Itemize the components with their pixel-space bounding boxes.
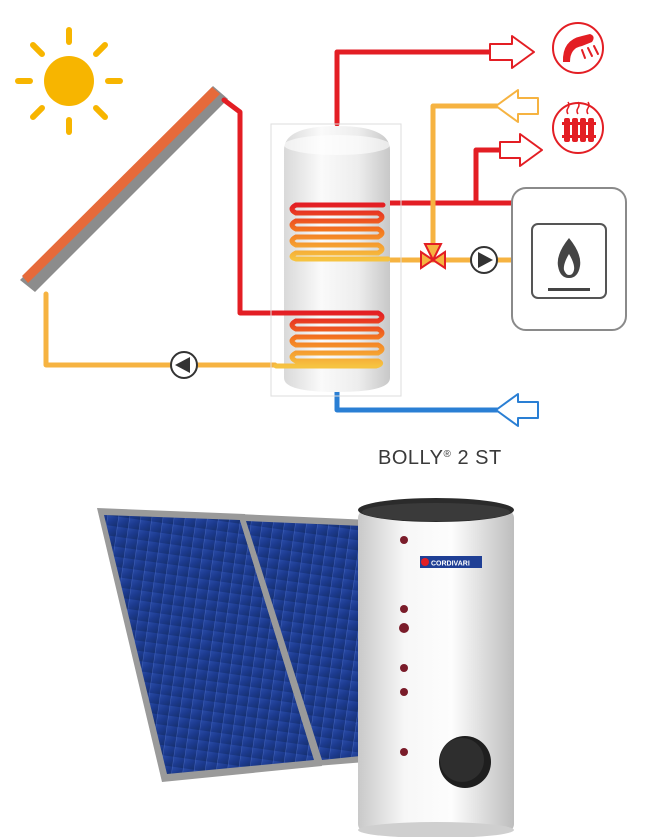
inspection-flange bbox=[439, 736, 491, 788]
tank-fittings bbox=[399, 536, 409, 756]
brand-label: CORDIVARI bbox=[420, 556, 482, 568]
hot-water-outlet-pipe bbox=[334, 49, 493, 127]
sun-icon bbox=[15, 27, 123, 135]
heating-return-pipe bbox=[430, 103, 501, 251]
solar-panel-left bbox=[97, 508, 322, 782]
shower-icon bbox=[552, 22, 604, 74]
heating-flow-pipe bbox=[473, 147, 503, 206]
hot-water-out-arrow-icon bbox=[489, 35, 535, 69]
solar-collector bbox=[20, 86, 228, 292]
lower-heat-exchanger-coil bbox=[273, 310, 385, 369]
solar-pump-icon bbox=[170, 351, 198, 379]
tank-frame bbox=[270, 123, 402, 397]
solar-system-schematic bbox=[15, 22, 627, 427]
solar-panel-right bbox=[238, 514, 390, 766]
flame-icon bbox=[548, 238, 590, 291]
cold-water-in-arrow-icon bbox=[495, 393, 539, 427]
collector-return-pipe bbox=[43, 291, 278, 368]
heating-return-in-arrow-icon bbox=[495, 89, 539, 123]
radiator-icon bbox=[552, 101, 604, 154]
product-caption: BOLLY® 2 ST bbox=[378, 447, 502, 470]
upper-heat-exchanger-coil bbox=[289, 202, 391, 262]
storage-tank-product bbox=[358, 498, 514, 837]
brand-label-text: CORDIVARI bbox=[431, 561, 470, 568]
product-photo: CORDIVARI bbox=[97, 498, 514, 837]
three-way-valve-icon bbox=[420, 243, 446, 270]
collector-flow-pipe bbox=[221, 97, 278, 316]
product-model: 2 ST bbox=[457, 447, 502, 469]
product-name: BOLLY bbox=[378, 447, 444, 469]
boiler-pump-icon bbox=[470, 246, 498, 274]
heating-flow-out-arrow-icon bbox=[499, 133, 543, 167]
cold-water-inlet-pipe bbox=[334, 382, 503, 413]
registered-mark: ® bbox=[443, 449, 452, 460]
